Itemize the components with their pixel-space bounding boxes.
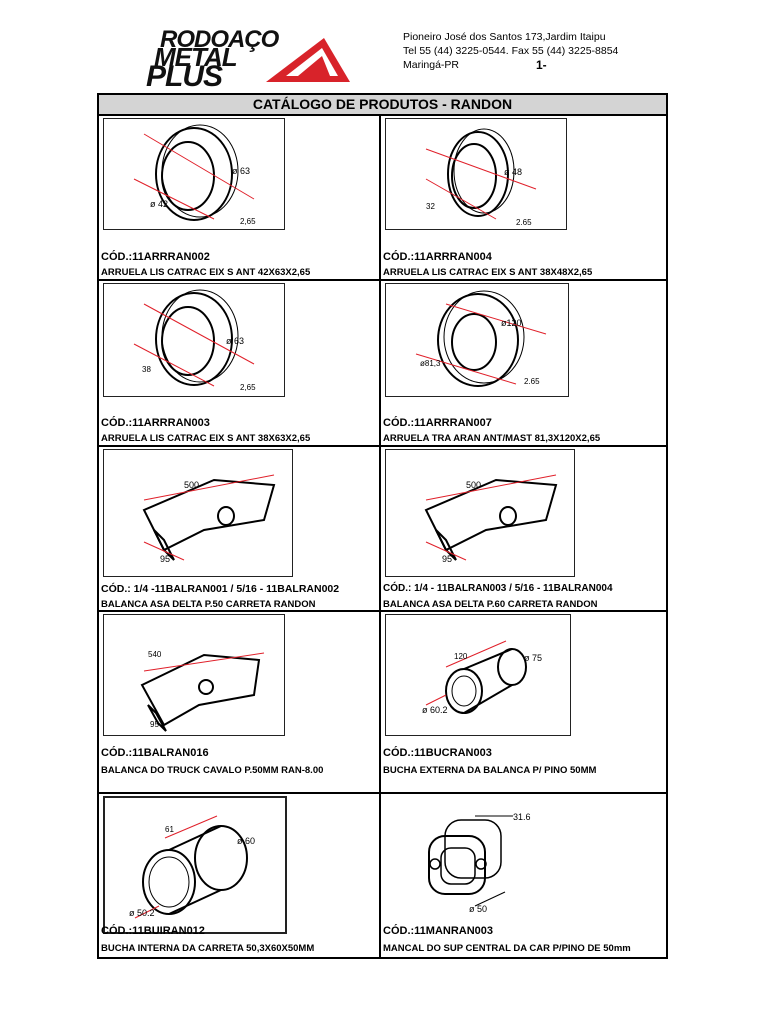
dim-label: 32	[426, 202, 435, 211]
logo-line3: PLUS	[146, 60, 223, 93]
product-code: CÓD.:11BUCRAN003	[383, 747, 492, 759]
product-description: ARRUELA TRA ARAN ANT/MAST 81,3X120X2,65	[383, 433, 601, 444]
product-code: CÓD.:11ARRRAN004	[383, 251, 492, 263]
dim-label: ø 50	[469, 904, 487, 914]
product-card: 500 95 CÓD.: 1/4 -11BALRAN001 / 5/16 - 1…	[99, 447, 377, 610]
product-card: 31.6 ø 50 CÓD.:11MANRAN003 MANCAL DO SUP…	[381, 794, 659, 959]
beam-drawing-icon: 500 95	[385, 449, 575, 577]
row-divider	[99, 279, 666, 281]
dim-label: 500	[184, 480, 199, 490]
bushing-drawing-icon: 120 ø 75 ø 60.2	[385, 614, 571, 736]
dim-label: 500	[466, 480, 481, 490]
bushing-drawing-icon: 61 ø 60 ø 50.2	[103, 796, 287, 934]
product-code: CÓD.:11ARRRAN007	[383, 417, 492, 429]
dim-label: ø 42	[150, 199, 168, 209]
product-description: ARRUELA LIS CATRAC EIX S ANT 38X48X2,65	[383, 267, 593, 278]
product-description: BUCHA EXTERNA DA BALANCA P/ PINO 50MM	[383, 765, 597, 776]
product-card: ø 63 38 2,65 CÓD.:11ARRRAN003 ARRUELA LI…	[99, 281, 377, 445]
washer-drawing-icon: ø 63 38 2,65	[103, 283, 285, 397]
logo-triangle-icon	[266, 38, 350, 82]
product-code: CÓD.:11ARRRAN003	[101, 417, 210, 429]
company-address: Pioneiro José dos Santos 173,Jardim Itai…	[403, 30, 618, 72]
company-logo: RODOAÇO METAL PLUS	[146, 26, 356, 93]
product-description: BALANCA ASA DELTA P.60 CARRETA RANDON	[383, 599, 598, 610]
dim-label: ø 50.2	[129, 908, 155, 918]
dim-label: 61	[165, 825, 174, 834]
column-divider	[379, 116, 381, 959]
product-description: BUCHA INTERNA DA CARRETA 50,3X60X50MM	[101, 943, 315, 954]
product-description: BALANCA DO TRUCK CAVALO P.50MM RAN-8.00	[101, 765, 324, 776]
product-code: CÓD.:11BALRAN016	[101, 747, 209, 759]
dim-label: 2.65	[524, 377, 540, 386]
dim-label: 540	[148, 650, 162, 659]
product-card: 500 95 CÓD.: 1/4 - 11BALRAN003 / 5/16 - …	[381, 447, 659, 610]
dim-label: 95	[150, 720, 159, 729]
dim-label: 120	[454, 652, 468, 661]
dim-label: ø 60	[237, 836, 255, 846]
product-code: CÓD.: 1/4 -11BALRAN001 / 5/16 - 11BALRAN…	[101, 583, 340, 595]
logo-line1: RODOAÇO	[160, 26, 279, 53]
dim-label: 31.6	[513, 812, 531, 822]
dim-label: 95	[160, 554, 170, 564]
row-divider	[99, 610, 666, 612]
dim-label: ø 48	[504, 167, 522, 177]
dim-label: 2,65	[240, 383, 256, 392]
catalog-title: CATÁLOGO DE PRODUTOS - RANDON	[99, 95, 666, 116]
catalog-table: CATÁLOGO DE PRODUTOS - RANDON ø 63 ø 42 …	[97, 93, 668, 959]
dim-label: 2,65	[240, 217, 256, 226]
dim-label: 95	[442, 554, 452, 564]
dim-label: ø81,3	[420, 359, 441, 368]
dim-label: ø120	[501, 318, 522, 328]
washer-drawing-icon: ø 48 32 2.65	[385, 118, 567, 230]
product-description: MANCAL DO SUP CENTRAL DA CAR P/PINO DE 5…	[383, 943, 631, 954]
row-divider	[99, 792, 666, 794]
product-code: CÓD.:11MANRAN003	[383, 925, 494, 937]
row-divider	[99, 445, 666, 447]
product-description: ARRUELA LIS CATRAC EIX S ANT 42X63X2,65	[101, 267, 311, 278]
beam-drawing-icon: 500 95	[103, 449, 293, 577]
product-card: ø120 ø81,3 2.65 CÓD.:11ARRRAN007 ARRUELA…	[381, 281, 659, 445]
washer-drawing-icon: ø 63 ø 42 2,65	[103, 118, 285, 230]
dim-label: ø 63	[226, 336, 244, 346]
product-card: ø 48 32 2.65 CÓD.:11ARRRAN004 ARRUELA LI…	[381, 116, 659, 279]
product-card: ø 63 ø 42 2,65 CÓD.:11ARRRAN002 ARRUELA …	[99, 116, 377, 279]
product-code: CÓD.:11ARRRAN002	[101, 251, 210, 263]
address-phone: Tel 55 (44) 3225-0544. Fax 55 (44) 3225-…	[403, 45, 619, 57]
address-city: Maringá-PR	[403, 59, 460, 71]
dim-label: 38	[142, 365, 151, 374]
dim-label: ø 63	[232, 166, 250, 176]
beam-drawing-icon: 540 95	[103, 614, 285, 736]
dim-label: ø 75	[524, 653, 542, 663]
page-number: 1-	[536, 58, 547, 72]
product-description: BALANCA ASA DELTA P.50 CARRETA RANDON	[101, 599, 316, 610]
logo-line2: METAL	[154, 42, 238, 72]
dim-label: 2.65	[516, 218, 532, 227]
product-card: 120 ø 75 ø 60.2 CÓD.:11BUCRAN003 BUCHA E…	[381, 612, 659, 792]
product-card: 540 95 CÓD.:11BALRAN016 BALANCA DO TRUCK…	[99, 612, 377, 792]
product-description: ARRUELA LIS CATRAC EIX S ANT 38X63X2,65	[101, 433, 311, 444]
product-card: 61 ø 60 ø 50.2 CÓD.:11BUIRAN012 BUCHA IN…	[99, 794, 377, 959]
product-code: CÓD.:11BUIRAN012	[101, 925, 205, 937]
product-code: CÓD.: 1/4 - 11BALRAN003 / 5/16 - 11BALRA…	[383, 583, 613, 594]
bearing-housing-drawing-icon: 31.6 ø 50	[385, 796, 545, 926]
washer-drawing-icon: ø120 ø81,3 2.65	[385, 283, 569, 397]
address-street: Pioneiro José dos Santos 173,Jardim Itai…	[403, 31, 606, 43]
dim-label: ø 60.2	[422, 705, 448, 715]
